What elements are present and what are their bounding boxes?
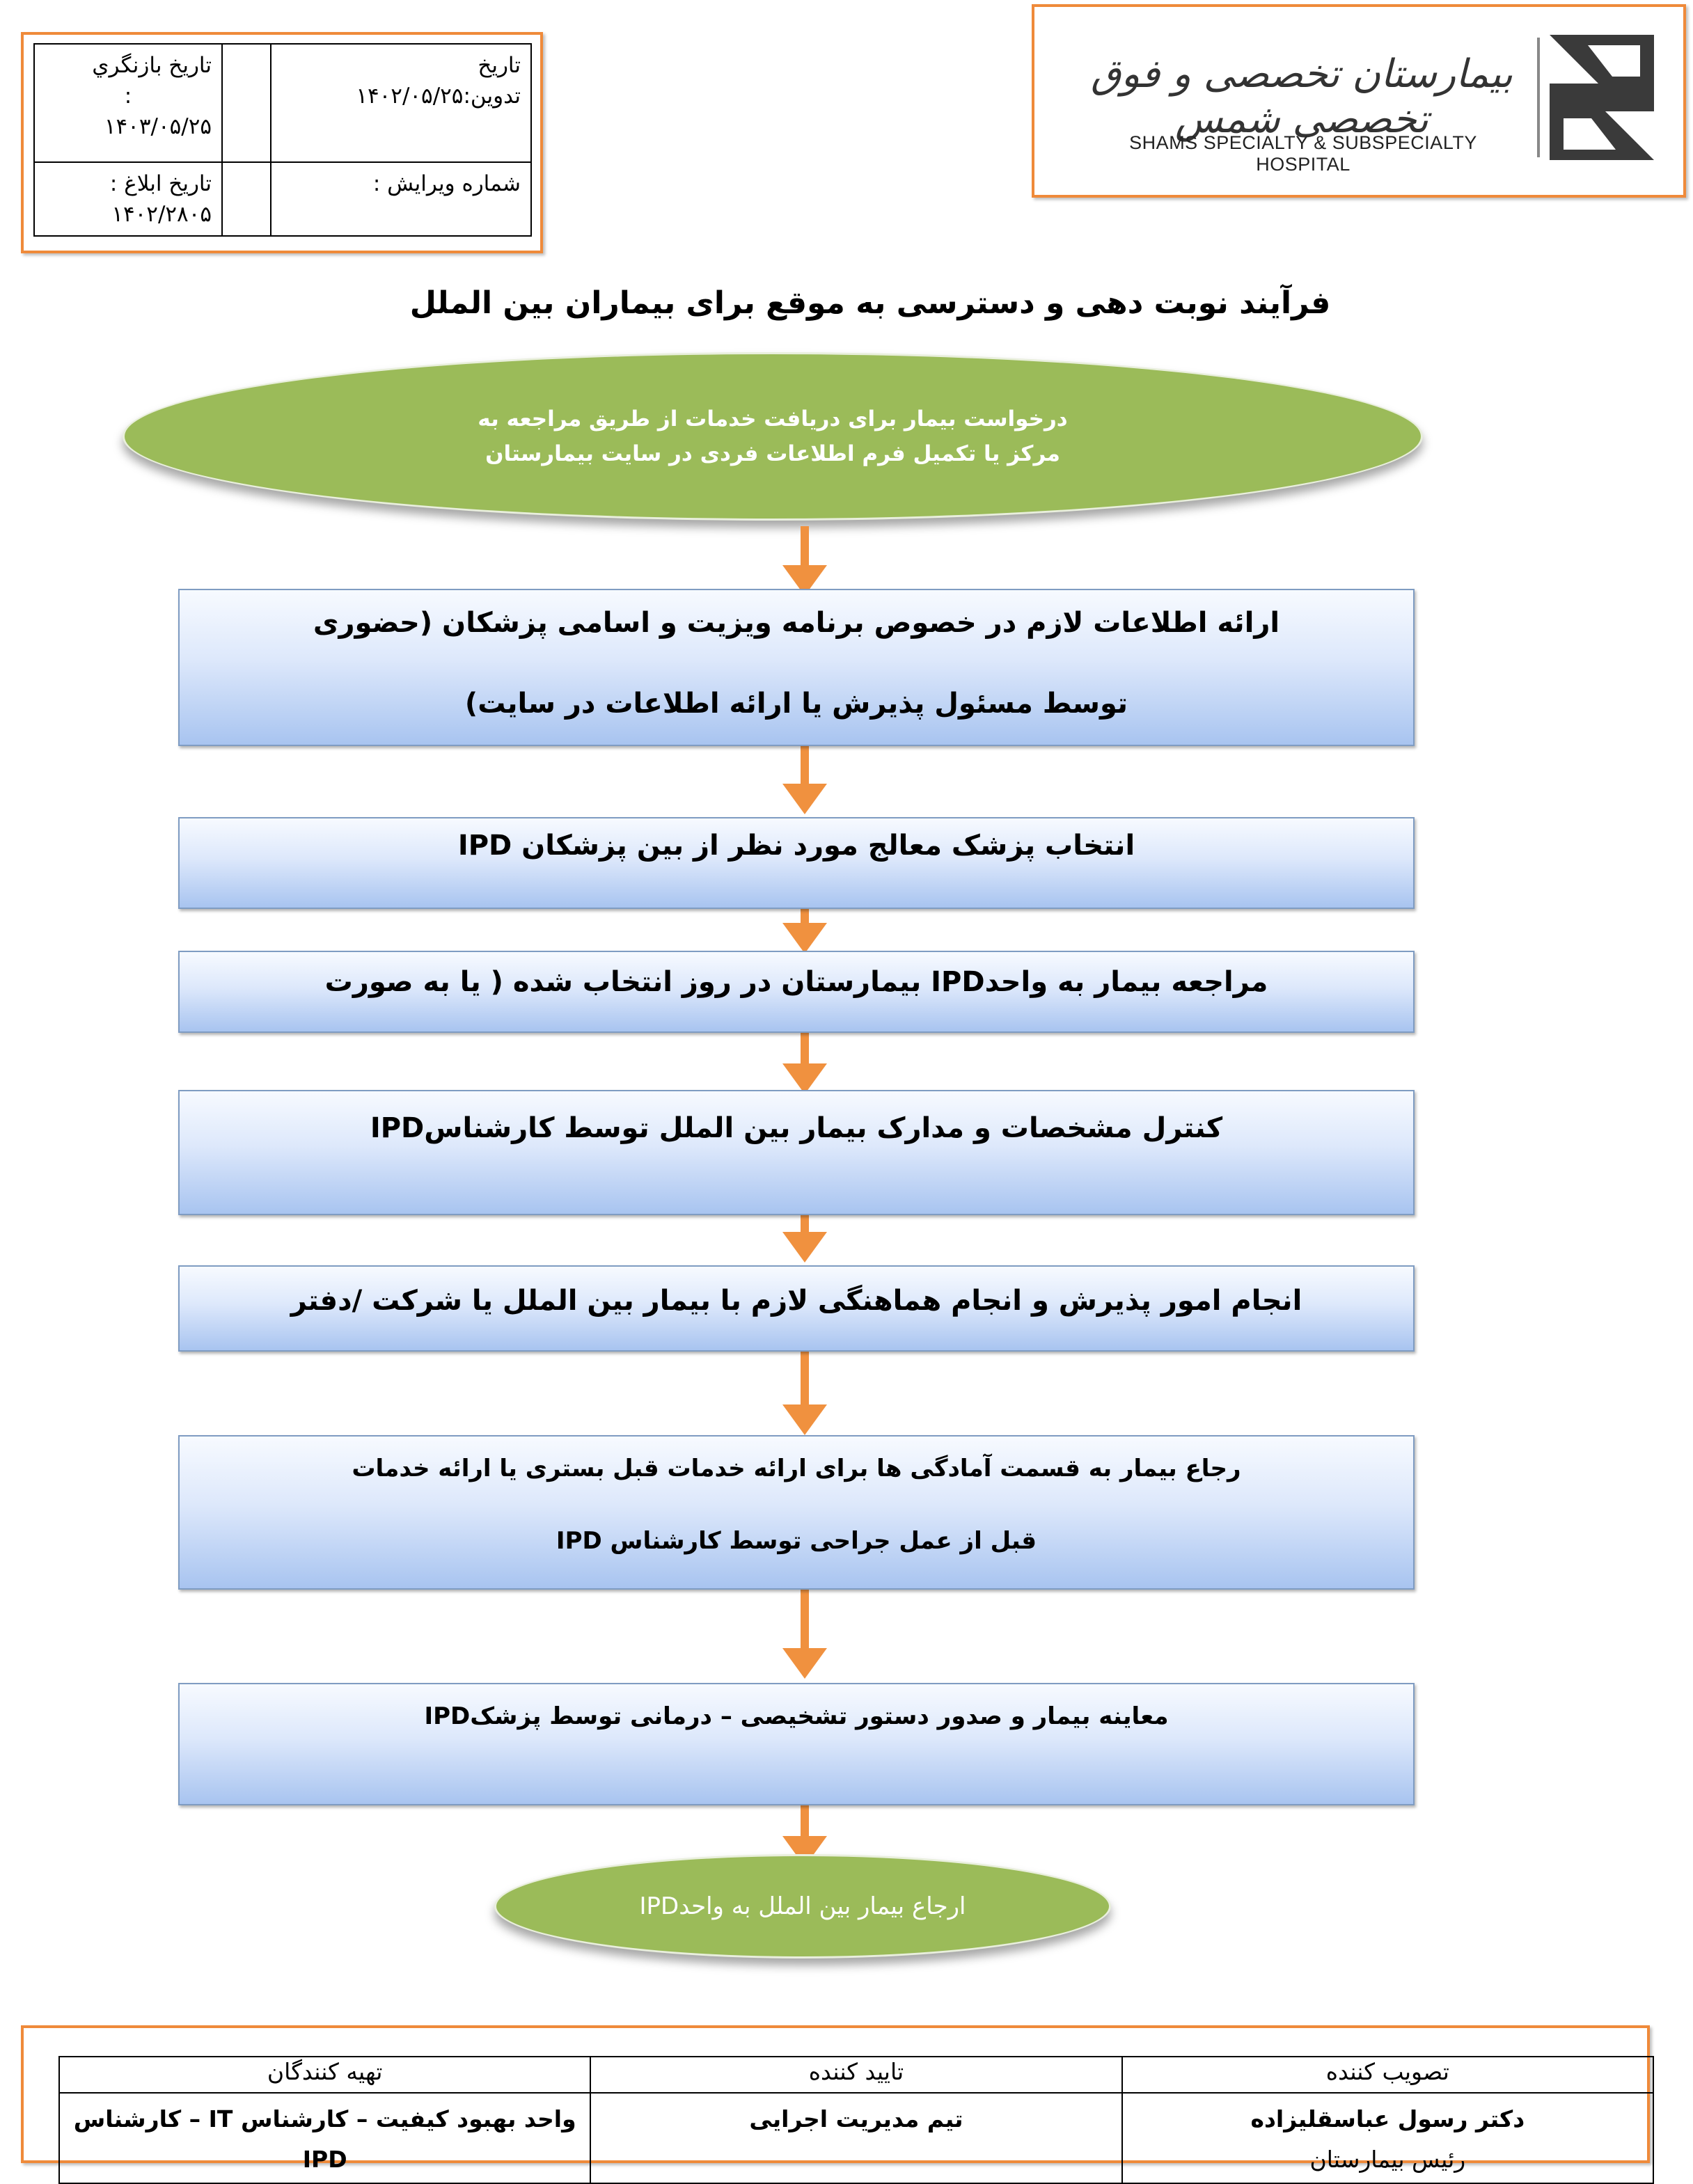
- step-3-line-1: مراجعه بیمار به واحدIPD بیمارستان در روز…: [324, 966, 1268, 998]
- hospital-logo: بیمارستان تخصصی و فوق تخصصی شمس SHAMS SP…: [1072, 28, 1657, 175]
- notify-date-cell: تاريخ ابلاغ : ۱۴۰۲/۲۸۰۵: [33, 161, 223, 237]
- step-6-line-2: قبل از عمل جراحی توسط کارشناس IPD: [556, 1527, 1037, 1555]
- logo-name-en: SHAMS SPECIALTY & SUBSPECIALTY HOSPITAL: [1129, 132, 1477, 175]
- step-7-line-1: معاینه بیمار و صدور دستور تشخیصی – درمان…: [424, 1702, 1169, 1730]
- start-line-1: درخواست بیمار برای دریافت خدمات از طریق …: [478, 406, 1068, 432]
- ratifier-cell: دکتر رسول عباسقلیزاده رئیس بیمارستان: [1121, 2092, 1655, 2184]
- start-line-2: مرکز یا تکمیل فرم اطلاعات فردی در سایت ب…: [485, 441, 1060, 466]
- metadata-table: تاريخ بازنگري : ۱۴۰۳/۰۵/۲۵ تاریخ تدوین:۱…: [33, 43, 532, 237]
- notify-date-label: تاريخ ابلاغ :: [109, 171, 212, 196]
- edit-number-cell: شماره ویرایش :: [270, 161, 532, 237]
- step-7-box: معاینه بیمار و صدور دستور تشخیصی – درمان…: [178, 1683, 1415, 1805]
- end-oval: ارجاع بیمار بین الملل به واحدIPD: [494, 1854, 1111, 1959]
- step-4-box: کنترل مشخصات و مدارک بیمار بین الملل توس…: [178, 1090, 1415, 1215]
- start-oval: درخواست بیمار برای دریافت خدمات از طریق …: [123, 352, 1423, 521]
- compile-date-label: تاریخ: [478, 53, 521, 78]
- step-1-line-1: ارائه اطلاعات لازم در خصوص برنامه ویزیت …: [313, 607, 1280, 639]
- compile-date-text: تدوین:۱۴۰۲/۰۵/۲۵: [356, 84, 521, 109]
- step-3-box: مراجعه بیمار به واحدIPD بیمارستان در روز…: [178, 951, 1415, 1033]
- ratifier-line-2: رئیس بیمارستان: [1309, 2146, 1466, 2173]
- step-4-line-1: کنترل مشخصات و مدارک بیمار بین الملل توس…: [370, 1112, 1223, 1144]
- header-preparers: تهیه کنندگان: [58, 2056, 592, 2094]
- step-5-line-1: انجام امور پذیرش و انجام هماهنگی لازم با…: [290, 1285, 1302, 1317]
- step-1-line-2: توسط مسئول پذیرش یا ارائه اطلاعات در سای…: [464, 688, 1128, 720]
- revision-date-cell: تاريخ بازنگري : ۱۴۰۳/۰۵/۲۵: [33, 43, 223, 163]
- step-6-box: رجاع بیمار به قسمت آمادگی ها برای ارائه …: [178, 1435, 1415, 1590]
- notify-date-value: ۱۴۰۲/۲۸۰۵: [111, 202, 212, 227]
- step-5-box: انجام امور پذیرش و انجام هماهنگی لازم با…: [178, 1265, 1415, 1352]
- preparers-cell: واحد بهبود کیفیت – کارشناس IT – کارشناس …: [58, 2092, 592, 2184]
- revision-date-colon: :: [124, 84, 132, 109]
- approval-table: تهیه کنندگان تایید کننده تصویب کننده واح…: [58, 2056, 1655, 2184]
- logo-divider: [1537, 38, 1540, 157]
- ratifier-line-1: دکتر رسول عباسقلیزاده: [1250, 2105, 1525, 2132]
- edit-number-label: شماره ویرایش :: [372, 171, 521, 196]
- approver-cell: تیم مدیریت اجرایی: [590, 2092, 1123, 2184]
- meta-spacer-1: [221, 43, 271, 163]
- logo-name-fa: بیمارستان تخصصی و فوق تخصصی شمس: [1090, 52, 1513, 142]
- header-ratifier: تصویب کننده: [1121, 2056, 1655, 2094]
- step-2-line-1: انتخاب پزشک معالج مورد نظر از بین پزشکان…: [457, 830, 1135, 862]
- meta-spacer-2: [221, 161, 271, 237]
- step-2-box: انتخاب پزشک معالج مورد نظر از بین پزشکان…: [178, 817, 1415, 909]
- page-title: فرآیند نوبت دهی و دسترسی به موقع برای بی…: [409, 285, 1331, 321]
- shams-logo-icon: [1550, 35, 1654, 160]
- step-1-box: ارائه اطلاعات لازم در خصوص برنامه ویزیت …: [178, 589, 1415, 746]
- header-approver: تایید کننده: [590, 2056, 1123, 2094]
- compile-date-cell: تاریخ تدوین:۱۴۰۲/۰۵/۲۵: [270, 43, 532, 163]
- step-6-line-1: رجاع بیمار به قسمت آمادگی ها برای ارائه …: [352, 1455, 1241, 1482]
- end-line-1: ارجاع بیمار بین الملل به واحدIPD: [639, 1892, 966, 1920]
- approver-name: تیم مدیریت اجرایی: [749, 2105, 963, 2132]
- revision-date-value: ۱۴۰۳/۰۵/۲۵: [104, 114, 212, 139]
- preparers-line-2: IPD: [302, 2146, 347, 2173]
- revision-date-label: تاريخ بازنگري: [92, 53, 212, 78]
- preparers-line-1: واحد بهبود کیفیت – کارشناس IT – کارشناس: [73, 2105, 576, 2132]
